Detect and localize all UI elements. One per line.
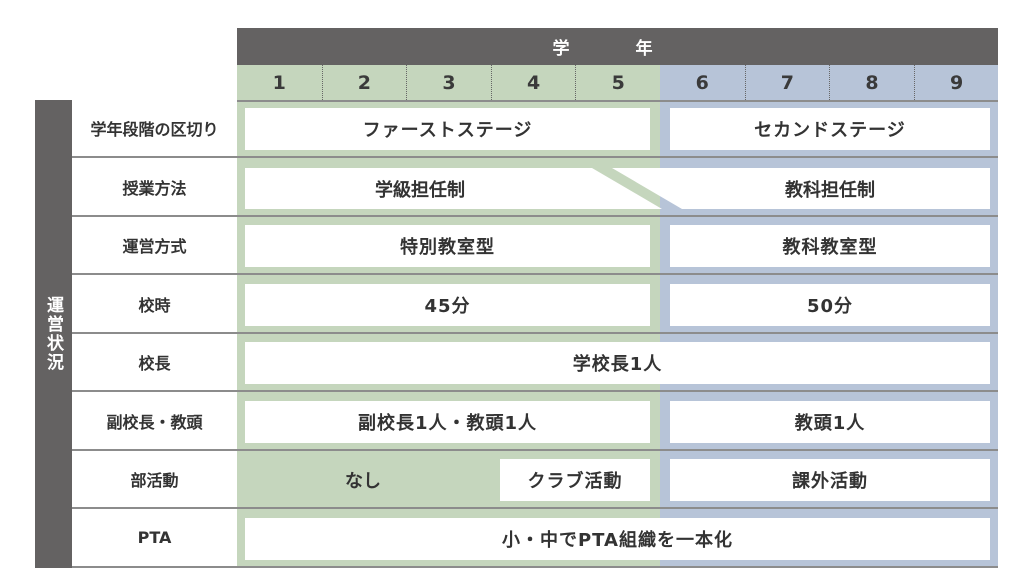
table-row [237, 100, 998, 158]
table-row [237, 217, 998, 275]
row-cell-full: 小・中でPTA組織を一本化 [245, 517, 990, 560]
row-text: 教科担任制 [785, 180, 875, 201]
grade-9: 9 [913, 65, 999, 100]
table-row [237, 510, 998, 568]
row-label: PTA [72, 509, 237, 568]
table-row [237, 159, 998, 217]
grade-header: 学 年 [237, 28, 998, 65]
row-label: 授業方法 [72, 158, 237, 217]
row-cell-full: 学校長1人 [245, 342, 990, 384]
homeroom-shape [245, 168, 662, 209]
subject-teacher-shape [612, 168, 990, 209]
row-label: 学年段階の区切り [72, 100, 237, 158]
row-cell-right: 教科教室型 [670, 225, 990, 267]
table-row [237, 451, 998, 509]
table-row [237, 393, 998, 451]
row-label: 運営方式 [72, 217, 237, 275]
grade-2: 2 [321, 65, 407, 100]
row-label: 部活動 [72, 451, 237, 509]
row-cell-right: 50分 [670, 283, 990, 326]
row-cell-right: セカンドステージ [670, 108, 990, 150]
table-row [237, 276, 998, 334]
grade-1: 1 [272, 71, 286, 94]
row-cell-club: クラブ活動 [500, 459, 650, 501]
row-cell-none: なし [345, 471, 381, 492]
grade-3: 3 [406, 65, 491, 100]
grade-6: 6 [695, 71, 709, 94]
grade-5: 5 [575, 65, 660, 100]
row-text: 学級担任制 [375, 180, 465, 201]
side-label: 運営状況 [35, 100, 72, 568]
row-cell-right: 課外活動 [670, 459, 990, 501]
row-cell-right: 教頭1人 [670, 400, 990, 443]
row-cell-left: 特別教室型 [245, 225, 650, 267]
row-label: 校長 [72, 334, 237, 392]
row-cell-left: ファーストステージ [245, 108, 650, 150]
row-label: 校時 [72, 275, 237, 334]
row-cell-left: 副校長1人・教頭1人 [245, 400, 650, 443]
row-label: 副校長・教頭 [72, 392, 237, 451]
table-row [237, 334, 998, 392]
grade-7: 7 [744, 65, 830, 100]
grade-4: 4 [490, 65, 576, 100]
row-cell-left: 45分 [245, 283, 650, 326]
grade-8: 8 [829, 65, 914, 100]
